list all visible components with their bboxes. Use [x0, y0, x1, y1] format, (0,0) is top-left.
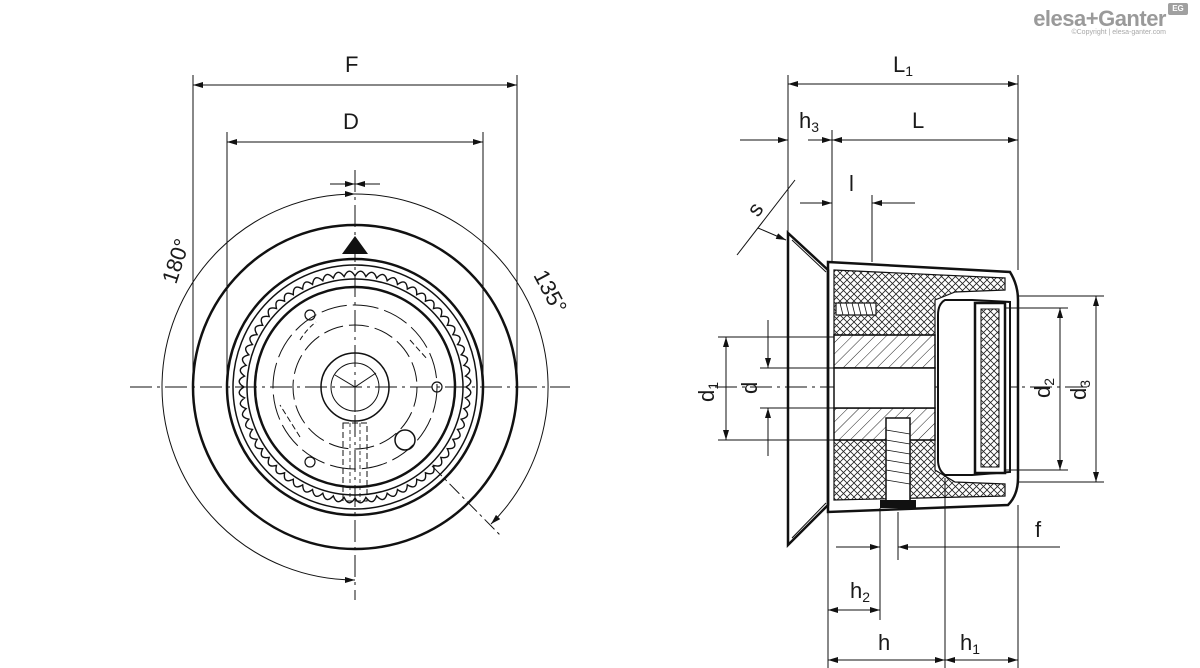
brand-copyright: ©Copyright | elesa-ganter.com — [1071, 29, 1166, 36]
label-angle-135: 135° — [529, 266, 572, 318]
label-s: s — [742, 198, 769, 221]
bore-circle — [320, 352, 390, 422]
knob-grip-outer — [232, 264, 478, 510]
hub-hatch-bottom — [833, 407, 936, 441]
grub-screw-hidden — [342, 422, 368, 502]
flange-skirt — [786, 230, 830, 549]
fixing-hole-1 — [304, 309, 316, 321]
cap-disc-hatch — [980, 308, 1000, 468]
angle-arc-135 — [354, 193, 549, 525]
label-h: h — [878, 630, 890, 655]
brand-name: elesa+Ganter — [1033, 6, 1166, 31]
label-d2: d2 — [1030, 378, 1057, 398]
label-f: f — [1035, 517, 1042, 542]
label-h2: h2 — [850, 578, 870, 605]
knob-cap-circle — [253, 285, 457, 489]
label-L: L — [912, 108, 924, 133]
index-triangle — [342, 236, 368, 254]
bore — [833, 367, 936, 409]
label-angle-180: 180° — [157, 236, 195, 287]
label-d: d — [737, 382, 762, 394]
knob-body-section — [826, 260, 1020, 514]
brand-logo: elesa+Ganter ©Copyright | elesa-ganter.c… — [1033, 3, 1188, 36]
label-F: F — [345, 52, 358, 77]
angle-ray-135 — [431, 465, 501, 536]
set-screw-top — [835, 302, 877, 316]
hub-hatch-top — [833, 334, 936, 369]
brand-badge: EG — [1168, 3, 1188, 15]
body-hatch-bottom — [833, 439, 1006, 501]
side-section-view — [715, 75, 1104, 668]
front-labels: F D 180° 135° — [157, 52, 572, 318]
label-h1: h1 — [960, 630, 980, 657]
label-h3: h3 — [799, 108, 819, 135]
knob-body-circle — [225, 257, 485, 517]
label-d1: d1 — [694, 382, 721, 402]
label-L1: L1 — [893, 52, 913, 79]
grub-screw-hole — [394, 429, 416, 451]
dimension-line-s — [736, 179, 796, 256]
knurl-ring — [238, 270, 472, 504]
angle-arc-180 — [161, 191, 356, 583]
hidden-ring-2 — [292, 324, 418, 450]
flange-circle — [191, 223, 519, 551]
label-D: D — [343, 109, 359, 134]
fixing-hole-3 — [304, 456, 316, 468]
hidden-ring-1 — [272, 304, 438, 470]
front-view — [130, 75, 570, 600]
label-l: l — [849, 171, 854, 196]
knob-grip-inner — [246, 278, 464, 496]
fixing-hole-2 — [431, 381, 443, 393]
knurl-teeth — [238, 270, 472, 504]
label-d3: d3 — [1066, 380, 1093, 400]
